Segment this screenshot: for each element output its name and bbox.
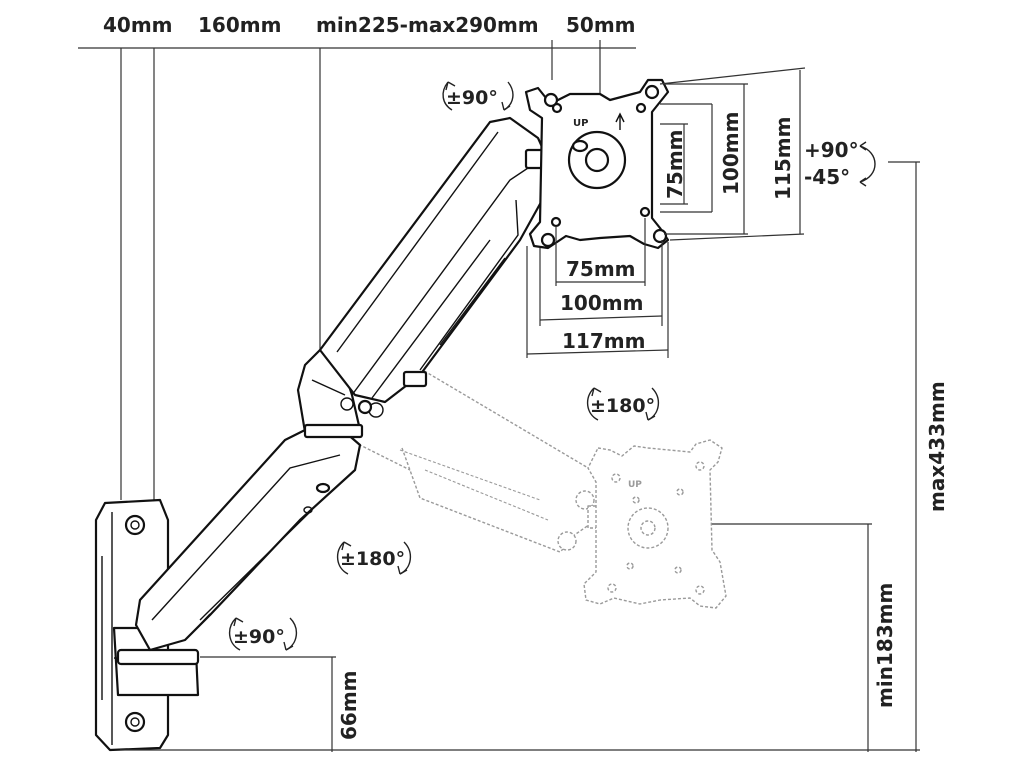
plate-width-label: 117mm [562,329,645,353]
head-offset-label: 50mm [566,13,636,37]
vesa-horizontal-100-label: 100mm [560,291,643,315]
vesa-vertical-75-label: 75mm [663,129,687,199]
up-arrow-icon [615,112,625,130]
head-swivel-label: ±90° [446,87,498,109]
wall-plate-width-label: 40mm [103,13,173,37]
ghost-up-mark: UP [628,480,642,490]
arm-pivot-rotation-icon [587,387,659,421]
arm-pivot-label: ±180° [590,395,655,417]
vesa-plate [524,78,670,250]
max-height-label: max433mm [925,381,949,512]
plate-height-label: 115mm [771,117,795,200]
vesa-horizontal-75-label: 75mm [566,257,636,281]
vesa-horizontal-dimension-lines [526,218,669,358]
base-height-label: 66mm [337,670,361,740]
upper-arm [318,116,550,415]
height-range-dimension-lines [712,161,920,752]
base-swivel-label: ±90° [233,626,285,648]
up-mark: UP [573,118,588,129]
lower-arm [134,428,362,652]
arm-reach-label: 160mm [198,13,281,37]
tilt-up-label: +90° [804,138,859,162]
tilt-down-label: -45° [804,165,850,189]
base-height-dimension-lines [120,656,920,752]
lowered-vesa-plate-ghost [583,439,727,609]
vesa-vertical-100-label: 100mm [719,112,743,195]
top-dimension-lines [78,40,636,505]
lower-pivot-rotation-icon [337,541,411,575]
tilt-rotation-arrow-icon [859,141,876,187]
lower-pivot-label: ±180° [340,548,405,570]
arm-extension-label: min225-max290mm [316,13,539,37]
min-height-label: min183mm [873,583,897,708]
lowered-plate-ghost-mark: UP [628,480,642,490]
head-swivel-icon [442,81,514,111]
base-swivel-rotation-icon [229,617,297,651]
elbow-joint [296,348,384,439]
vesa-vertical-dimension-lines [659,67,806,241]
base-joint [112,626,200,697]
